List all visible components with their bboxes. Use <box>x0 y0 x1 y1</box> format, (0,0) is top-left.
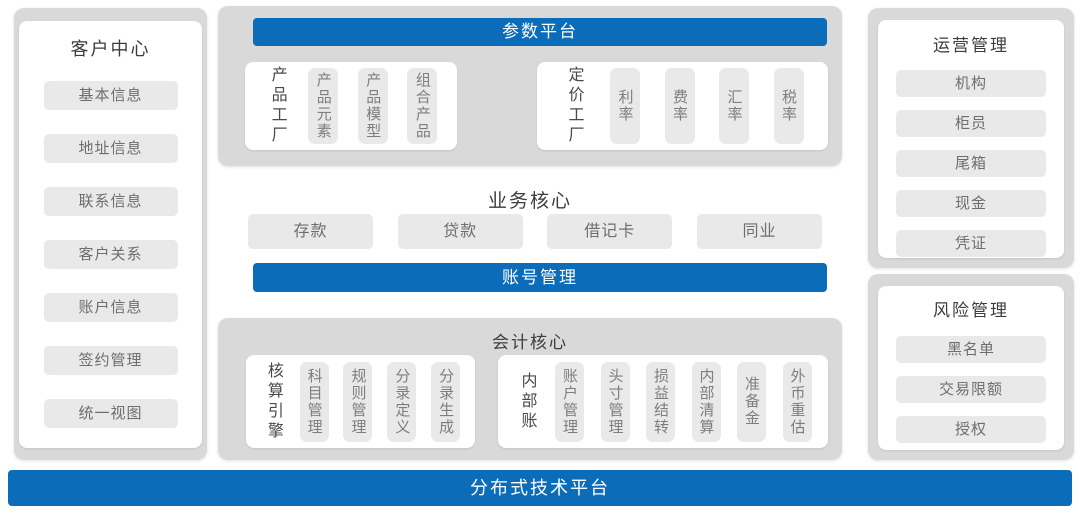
account-management-bar: 账号管理 <box>253 263 827 292</box>
internal-account-item: 头寸管理 <box>600 361 630 442</box>
accounting-engine-item: 分录生成 <box>431 361 461 442</box>
customer-center-item: 账户信息 <box>43 293 178 322</box>
internal-account-item: 内部清算 <box>691 361 721 442</box>
customer-center-card: 客户中心 基本信息 地址信息 联系信息 客户关系 账户信息 签约管理 统一视图 <box>19 21 202 448</box>
customer-center-item: 地址信息 <box>43 134 178 163</box>
business-core-title: 业务核心 <box>487 191 572 212</box>
accounting-engine-item: 分录定义 <box>387 361 417 442</box>
product-factory-item: 产品元素 <box>308 68 339 144</box>
business-core-item: 贷款 <box>397 214 523 249</box>
internal-account-item: 损益结转 <box>646 361 675 442</box>
operations-item: 机构 <box>896 70 1046 97</box>
accounting-engine-item: 科目管理 <box>299 361 329 442</box>
customer-center-item: 基本信息 <box>43 81 178 110</box>
business-core-row: 存款 贷款 借记卡 同业 <box>248 214 822 249</box>
internal-account-card: 内部账 账户管理 头寸管理 损益结转 内部清算 准备金 外币重估 <box>498 355 828 448</box>
operations-item: 柜员 <box>896 110 1046 137</box>
internal-account-item: 外币重估 <box>782 361 812 442</box>
pricing-factory-item: 费率 <box>664 68 695 144</box>
product-factory-card: 产品工厂 产品元素 产品模型 组合产品 <box>245 62 457 150</box>
pricing-factory-label: 定价工厂 <box>565 66 583 146</box>
operations-item: 现金 <box>896 190 1046 217</box>
risk-card: 风险管理 黑名单 交易限额 授权 <box>878 286 1064 450</box>
pricing-factory-item: 税率 <box>773 68 804 144</box>
business-core-item: 借记卡 <box>547 214 673 249</box>
pricing-factory-item: 利率 <box>610 68 640 144</box>
accounting-engine-card: 核算引擎 科目管理 规则管理 分录定义 分录生成 <box>246 355 475 448</box>
internal-account-label: 内部账 <box>518 371 536 432</box>
business-core-item: 同业 <box>696 214 822 249</box>
business-core-item: 存款 <box>248 214 373 249</box>
customer-center-item: 客户关系 <box>43 240 178 269</box>
internal-account-item: 准备金 <box>737 361 766 442</box>
accounting-engine-item: 规则管理 <box>343 361 373 442</box>
risk-item: 黑名单 <box>896 336 1046 363</box>
customer-center-title: 客户中心 <box>70 39 151 59</box>
customer-center-item: 统一视图 <box>43 399 178 428</box>
pricing-factory-item: 汇率 <box>719 68 749 144</box>
param-platform-bar: 参数平台 <box>253 18 827 46</box>
product-factory-item: 组合产品 <box>407 68 438 144</box>
risk-item: 授权 <box>896 416 1046 443</box>
operations-title: 运营管理 <box>933 36 1009 55</box>
tech-platform-bar: 分布式技术平台 <box>8 470 1072 506</box>
product-factory-label: 产品工厂 <box>268 66 286 146</box>
accounting-core-title: 会计核心 <box>492 333 568 352</box>
operations-item: 尾箱 <box>896 150 1046 177</box>
risk-item: 交易限额 <box>896 376 1046 403</box>
operations-card: 运营管理 机构 柜员 尾箱 现金 凭证 <box>878 20 1064 258</box>
pricing-factory-card: 定价工厂 利率 费率 汇率 税率 <box>537 62 828 150</box>
risk-title: 风险管理 <box>933 301 1009 320</box>
product-factory-item: 产品模型 <box>357 68 388 144</box>
accounting-engine-label: 核算引擎 <box>264 361 282 442</box>
customer-center-item: 联系信息 <box>43 187 178 216</box>
customer-center-item: 签约管理 <box>43 346 178 375</box>
operations-item: 凭证 <box>896 230 1046 257</box>
internal-account-item: 账户管理 <box>555 361 584 442</box>
